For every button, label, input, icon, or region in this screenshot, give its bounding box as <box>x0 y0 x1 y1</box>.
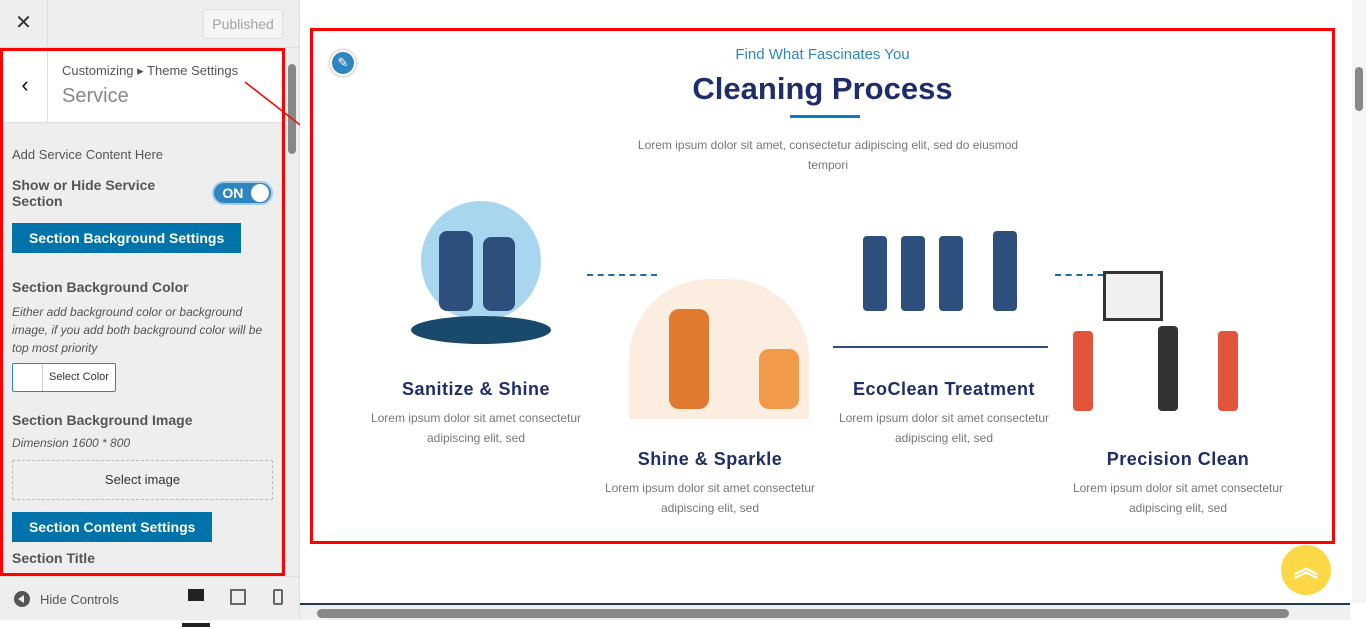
section-content-settings-button[interactable]: Section Content Settings <box>12 512 213 542</box>
sanitize-illustration <box>411 201 551 351</box>
service-section: ✎ Find What Fascinates You Cleaning Proc… <box>310 28 1335 544</box>
precision-illustration <box>1063 271 1298 421</box>
bg-color-description: Either add background color or backgroun… <box>12 305 263 355</box>
card-text: Lorem ipsum dolor sit amet consectetur a… <box>604 481 816 515</box>
scroll-to-top-button[interactable]: ︽ <box>1281 545 1331 595</box>
customizer-sidebar: ✕ Published ‹ Customizing ▸ Theme Settin… <box>0 0 300 627</box>
mobile-preview-button[interactable] <box>273 589 283 605</box>
close-icon[interactable]: ✕ <box>0 0 48 48</box>
bg-color-label: Section Background Color <box>12 279 189 295</box>
panel-header: ‹ Customizing ▸ Theme Settings Service <box>3 51 282 123</box>
panel-scrollbar[interactable] <box>286 48 298 576</box>
desktop-icon <box>188 589 204 601</box>
select-color-label: Select Color <box>49 371 109 383</box>
sparkle-illustration <box>609 269 819 419</box>
breadcrumb: Customizing ▸ Theme Settings <box>62 63 239 78</box>
desktop-preview-button[interactable] <box>182 589 210 627</box>
connector-line <box>587 274 657 276</box>
published-button[interactable]: Published <box>203 9 283 39</box>
section-title-label: Section Title <box>12 550 95 566</box>
toggle-label: Show or Hide Service Section <box>12 177 156 209</box>
site-preview: ✎ Find What Fascinates You Cleaning Proc… <box>300 0 1366 620</box>
card-title: Precision Clean <box>1106 449 1250 469</box>
section-title: Cleaning Process <box>692 71 953 106</box>
connector-line <box>1055 274 1125 276</box>
preview-horizontal-scrollbar[interactable] <box>300 603 1350 620</box>
section-subtitle: Find What Fascinates You <box>735 46 910 63</box>
customizer-footer: Hide Controls <box>0 576 300 627</box>
collapse-icon <box>14 591 30 607</box>
card-text: Lorem ipsum dolor sit amet consectetur a… <box>370 411 582 445</box>
intro-text: Add Service Content Here <box>12 147 164 162</box>
hide-controls-button[interactable]: Hide Controls <box>14 591 119 607</box>
customizer-header: ✕ Published <box>0 0 299 48</box>
title-underline <box>790 115 860 118</box>
bg-image-label: Section Background Image <box>12 412 193 428</box>
select-image-button[interactable]: Select image <box>12 460 273 500</box>
tablet-preview-button[interactable] <box>230 589 246 605</box>
panel-title: Service <box>62 85 129 107</box>
bg-image-dimension: Dimension 1600 * 800 <box>12 436 131 450</box>
card-title: Sanitize & Shine <box>401 379 551 399</box>
card-title: EcoClean Treatment <box>852 379 1036 399</box>
color-swatch <box>13 364 43 391</box>
edit-shortcut-pencil-icon[interactable]: ✎ <box>330 50 356 76</box>
service-panel: ‹ Customizing ▸ Theme Settings Service A… <box>0 48 285 576</box>
section-lead: Lorem ipsum dolor sit amet, consectetur … <box>637 138 1019 172</box>
card-text: Lorem ipsum dolor sit amet consectetur a… <box>838 411 1050 445</box>
show-section-toggle[interactable]: ON <box>212 181 273 205</box>
select-color-button[interactable]: Select Color <box>12 363 116 392</box>
hide-controls-label: Hide Controls <box>40 591 119 607</box>
card-title: Shine & Sparkle <box>637 449 783 469</box>
section-background-settings-button[interactable]: Section Background Settings <box>12 223 242 253</box>
ecoclean-illustration <box>833 201 1048 351</box>
back-button[interactable]: ‹ <box>3 51 48 123</box>
preview-vertical-scrollbar[interactable] <box>1352 0 1366 603</box>
card-text: Lorem ipsum dolor sit amet consectetur a… <box>1072 481 1284 515</box>
